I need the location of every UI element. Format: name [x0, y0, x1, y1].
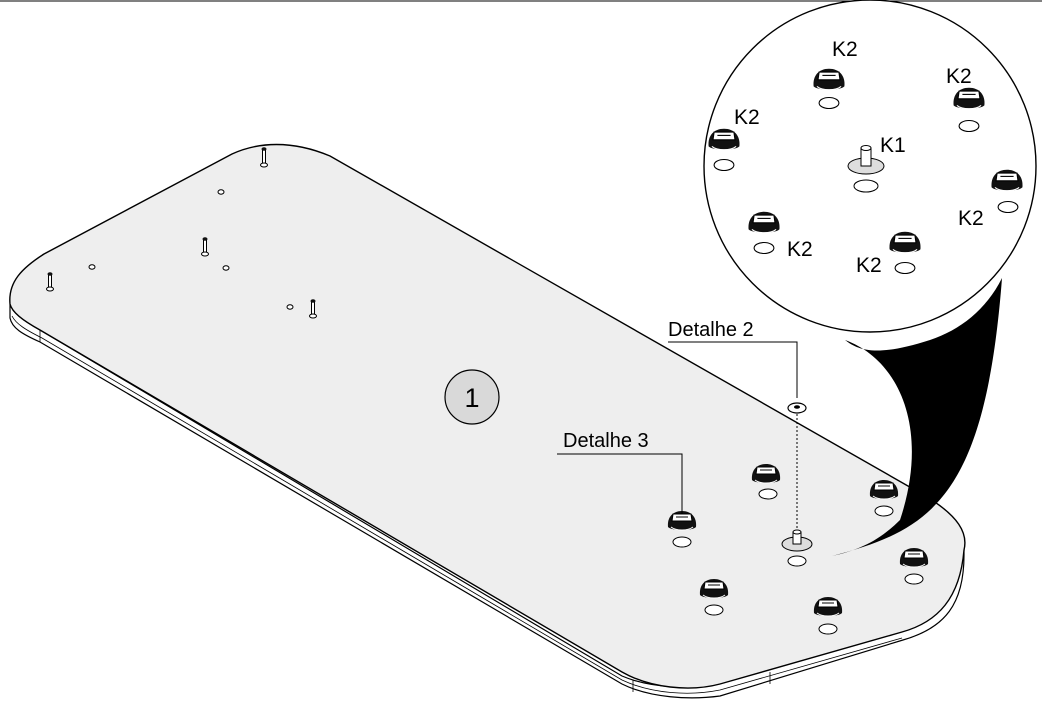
peg: [309, 299, 317, 319]
label-k2: K2: [856, 254, 882, 277]
label-k2: K2: [946, 65, 972, 88]
callout-detail-3: Detalhe 3: [557, 430, 683, 514]
label-k2: K2: [958, 207, 984, 230]
peg: [201, 237, 209, 257]
magnifier-beam: [832, 278, 1002, 556]
callout-detail-3-label: Detalhe 3: [563, 430, 649, 452]
callout-detail-2: Detalhe 2: [668, 319, 798, 398]
part-number-label: 1: [464, 383, 479, 413]
callout-detail-2-label: Detalhe 2: [668, 319, 754, 341]
magnified-pivot: [847, 145, 885, 193]
board-pivot: [781, 402, 813, 567]
board-holes: [88, 189, 294, 310]
board-hole: [286, 304, 294, 310]
board-hole: [222, 265, 230, 271]
peg: [260, 147, 268, 168]
label-k1: K1: [880, 134, 906, 157]
board-pegs: [46, 147, 317, 319]
board-side: [9, 303, 965, 699]
board-hole: [88, 264, 96, 270]
part-number-badge: 1: [444, 369, 500, 425]
board-edge-line: [11, 315, 903, 694]
board-hole: [217, 189, 225, 195]
label-k2: K2: [734, 106, 760, 129]
magnifier-detail: K2 K2 K2 K1 K2 K2 K2: [703, 0, 1037, 333]
label-k2: K2: [832, 38, 858, 61]
peg: [46, 272, 54, 292]
label-k2: K2: [787, 238, 813, 261]
